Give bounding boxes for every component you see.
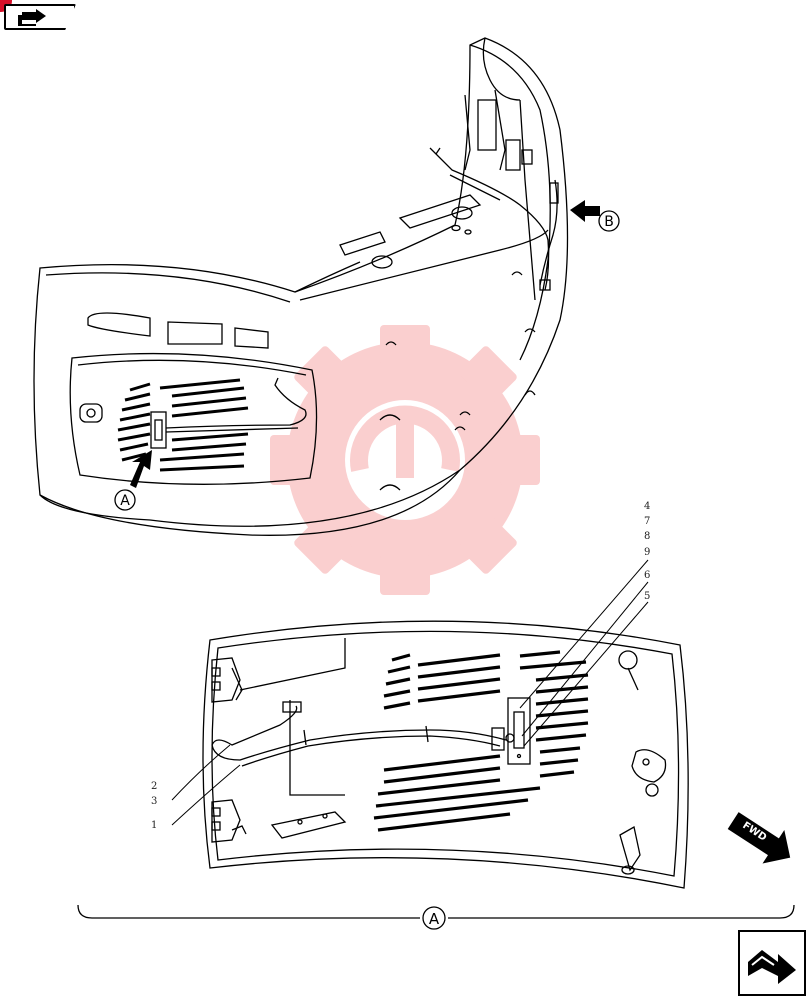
cab-roof-assembly [33,37,569,536]
view-label-a: A [120,493,130,509]
callout-3: 3 [151,796,157,807]
callout-9: 9 [644,547,650,558]
back-arrow-icon [18,9,46,26]
callout-2: 2 [151,781,157,792]
callout-leaders [171,559,649,826]
callout-4: 4 [644,501,650,512]
callout-8: 8 [644,531,650,542]
watermark-gear [270,325,540,595]
callout-numbers: 4 7 8 9 6 5 2 3 1 [151,501,650,831]
callout-6: 6 [644,570,650,581]
view-label-b: B [604,214,614,230]
next-page-arrow-icon [748,950,796,984]
detail-a-bracket [77,904,795,930]
callout-1: 1 [151,820,157,831]
headliner-detail-a [202,620,689,889]
callout-7: 7 [644,516,650,527]
view-arrow-b [570,200,620,232]
upper-vent-grill [117,378,249,472]
next-page-button[interactable] [738,930,806,996]
view-arrow-a [114,450,152,511]
callout-5: 5 [644,591,650,602]
detail-a-label: A [429,910,440,928]
lower-vent-grill [373,650,589,832]
fwd-arrow [727,812,791,864]
